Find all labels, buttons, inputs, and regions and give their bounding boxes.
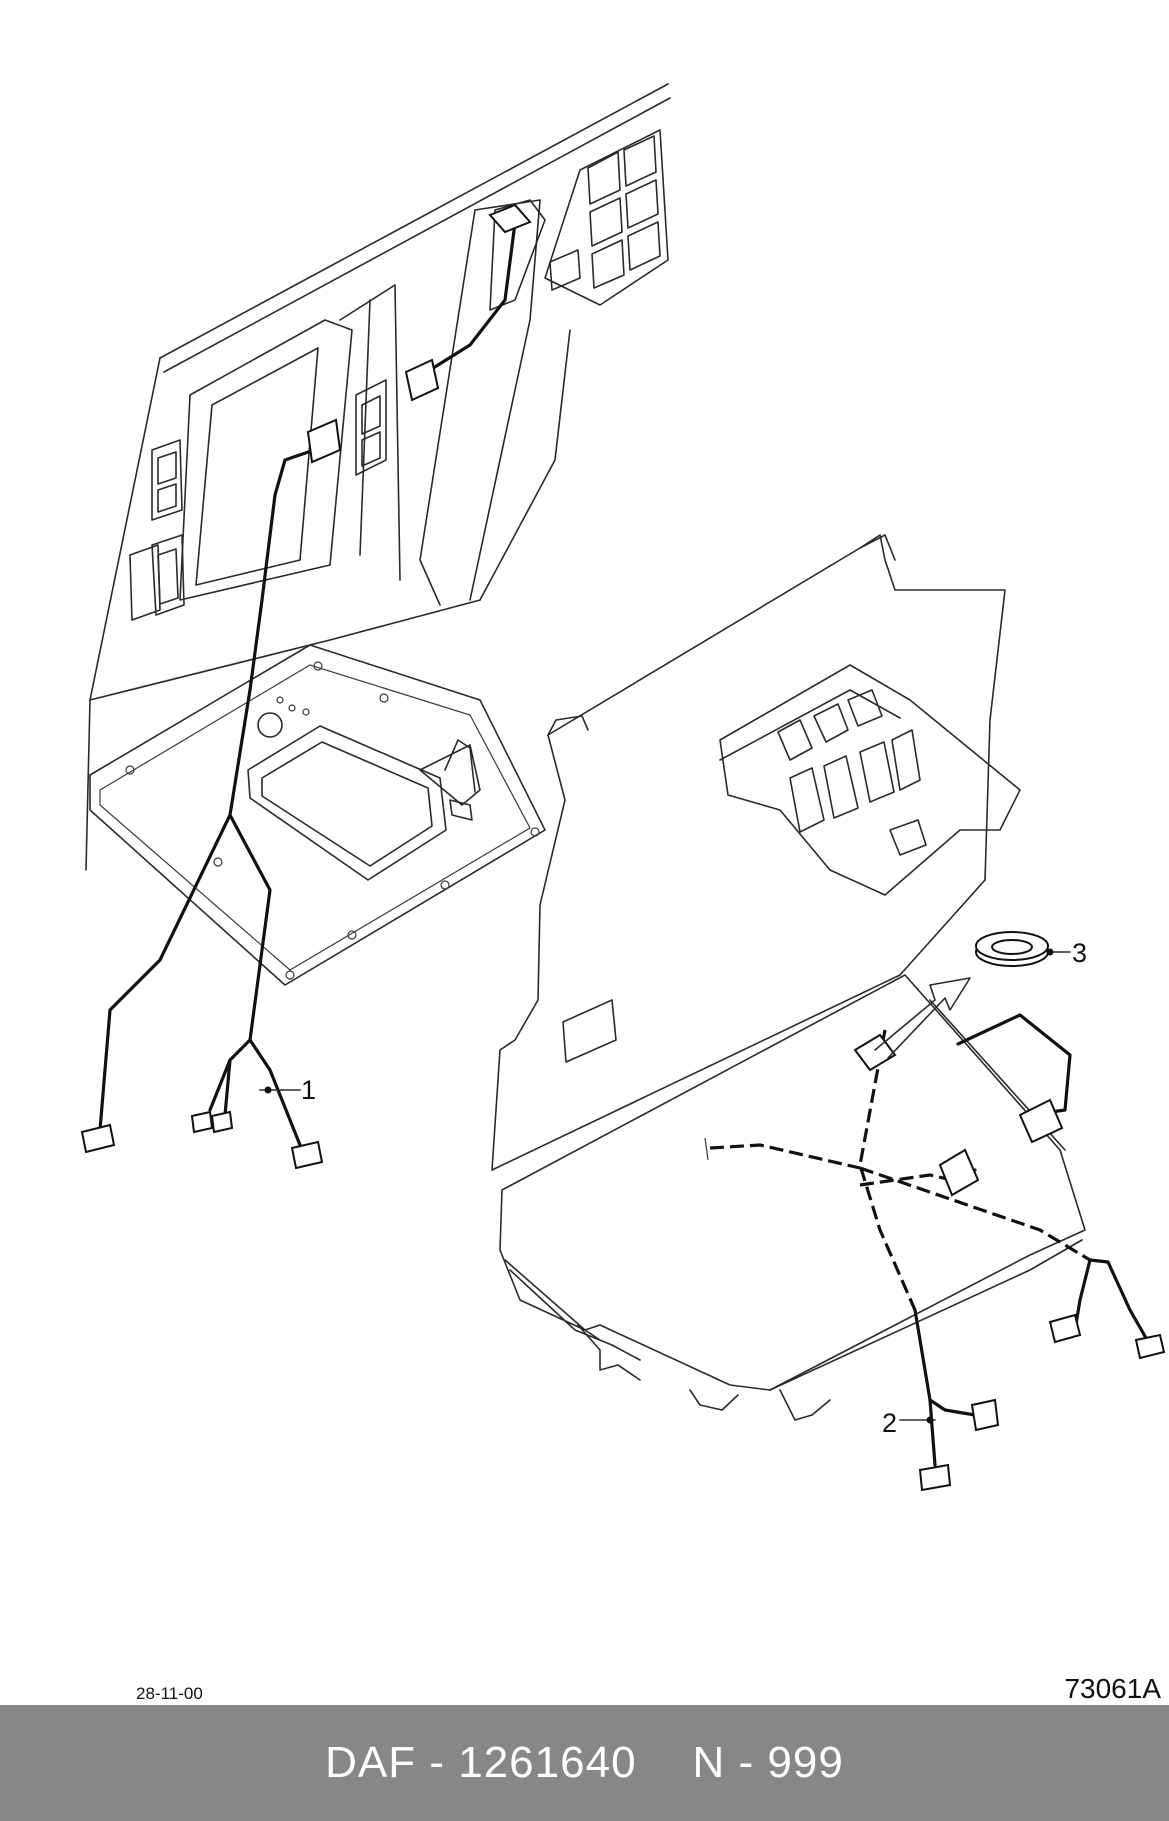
footer-bar: DAF - 1261640 N - 999 (0, 1705, 1169, 1821)
wiring-harness-1 (80, 203, 532, 1170)
wiring-harness-diagram: 1 2 3 (80, 83, 1166, 1492)
part-number: DAF - 1261640 (325, 1738, 637, 1787)
callout-1: 1 (301, 1075, 316, 1105)
grommet-part-3 (874, 931, 1071, 1059)
variant-code: N - 999 (692, 1738, 844, 1787)
callout-2: 2 (882, 1408, 897, 1438)
callout-3: 3 (1072, 938, 1087, 968)
date-code: 28-11-00 (136, 1684, 203, 1703)
wiring-harness-2 (704, 1013, 1166, 1492)
drawing-reference: 73061A (1064, 1673, 1161, 1704)
cab-panel-upper (85, 83, 671, 871)
cab-floor-right (491, 534, 1086, 1421)
floor-plate (89, 644, 546, 986)
